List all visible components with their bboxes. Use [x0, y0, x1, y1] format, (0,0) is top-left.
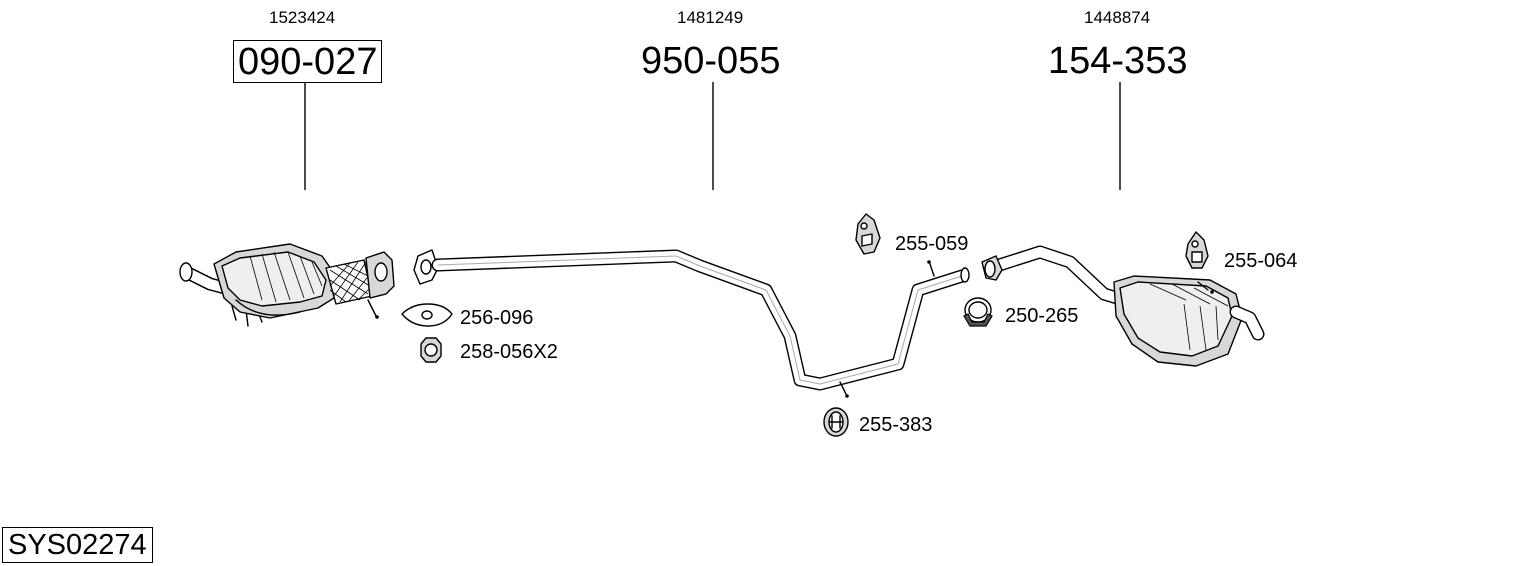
label-hanger-middle[interactable]: 255-383 [859, 414, 933, 436]
middle-pipe[interactable] [413, 249, 970, 398]
label-hanger-front[interactable]: 255-059 [895, 233, 969, 255]
gasket-icon [401, 303, 453, 327]
oem-number-middle-pipe: 1481249 [677, 8, 744, 27]
rubber-hanger-icon [855, 213, 881, 255]
system-code: SYS02274 [2, 527, 153, 564]
label-hanger-rear[interactable]: 255-064 [1224, 250, 1298, 272]
oem-number-rear-muffler: 1448874 [1084, 8, 1151, 27]
rear-muffler[interactable] [981, 245, 1265, 367]
clamp-icon [963, 297, 993, 327]
oem-number-catalytic: 1523424 [269, 8, 336, 27]
part-number-catalytic[interactable]: 090-027 [233, 40, 383, 83]
ring-hanger-icon [823, 407, 849, 437]
label-clamp[interactable]: 250-265 [1005, 305, 1079, 327]
nut-icon [420, 337, 442, 363]
rubber-hanger-rear-icon [1185, 231, 1209, 269]
catalytic-converter[interactable] [179, 243, 395, 327]
part-number-rear-muffler[interactable]: 154-353 [1048, 40, 1188, 82]
label-nut[interactable]: 258-056X2 [460, 341, 558, 363]
label-gasket[interactable]: 256-096 [460, 307, 534, 329]
part-number-middle-pipe[interactable]: 950-055 [641, 40, 781, 82]
